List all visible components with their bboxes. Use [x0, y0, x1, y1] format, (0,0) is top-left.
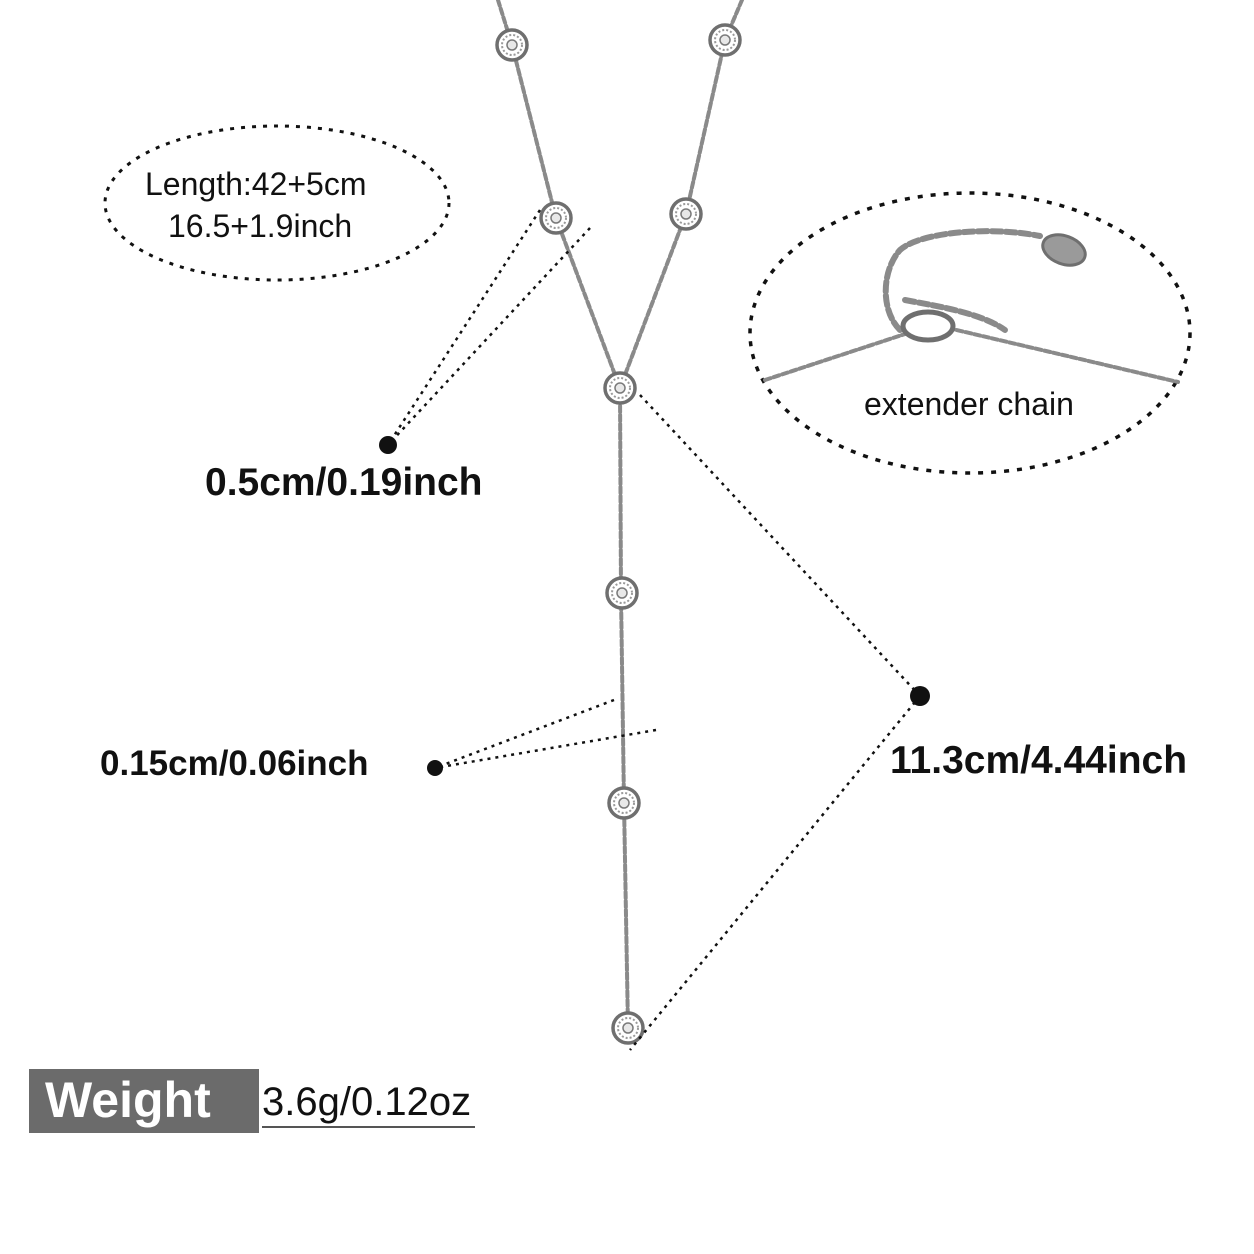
pendant-size-pointer [379, 209, 591, 454]
extender-chain-label: extender chain [864, 386, 1074, 422]
pendant-size-label: 0.5cm/0.19inch [205, 461, 483, 504]
chain-width-label: 0.15cm/0.06inch [100, 744, 369, 783]
drop-length-label: 11.3cm/4.44inch [890, 739, 1188, 782]
length-imperial-label: 16.5+1.9inch [168, 208, 353, 244]
length-callout-ellipse [103, 124, 451, 282]
chain-width-pointer [427, 698, 657, 776]
extender-callout-ellipse [748, 191, 1192, 475]
necklace-chain [496, 0, 744, 1030]
drop-length-pointer [629, 394, 930, 1051]
length-metric-label: Length:42+5cm [145, 166, 367, 202]
weight-value: 3.6g/0.12oz [262, 1078, 476, 1128]
weight-badge: Weight [29, 1069, 259, 1133]
extender-chain-illustration [763, 228, 1180, 384]
necklace-stones [495, 23, 742, 1045]
